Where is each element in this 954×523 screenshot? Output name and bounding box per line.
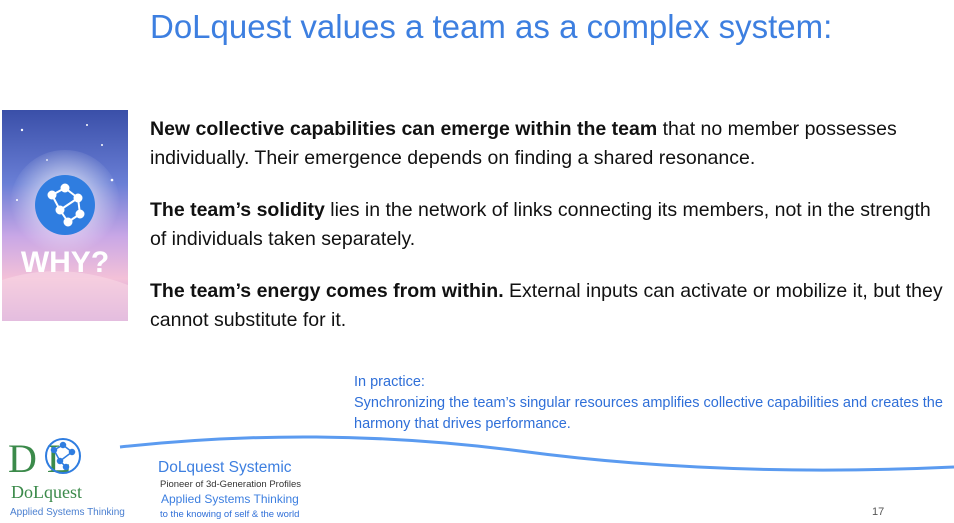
dolquest-logo: D L	[8, 436, 81, 481]
footer-wave	[119, 435, 954, 472]
paragraph-solidity: The team’s solidity lies in the network …	[150, 196, 950, 254]
paragraph-emergence: New collective capabilities can emerge w…	[150, 115, 950, 173]
paragraph-energy: The team’s energy comes from within. Ext…	[150, 277, 950, 335]
paragraph-solidity-text: lies in the network of links connecting …	[150, 199, 931, 250]
logo-tagline: Applied Systems Thinking	[10, 507, 125, 518]
paragraph-emergence-text: that no member possesses individually. T…	[150, 118, 897, 169]
footer-pioneer: Pioneer of 3d-Generation Profiles	[160, 479, 301, 490]
why-caption: WHY?	[21, 246, 109, 279]
paragraph-energy-bold: The team’s energy comes from within.	[150, 280, 504, 302]
paragraph-emergence-bold: New collective capabilities can emerge w…	[150, 118, 658, 140]
footer-brand: DoLquest Systemic	[158, 459, 292, 476]
practice-box: In practice: Synchronizing the team’s si…	[354, 372, 954, 435]
paragraph-energy-text: External inputs can activate or mobilize…	[150, 280, 943, 331]
practice-text: Synchronizing the team’s singular resour…	[354, 395, 943, 432]
practice-heading: In practice:	[354, 374, 425, 390]
footer-knowing: to the knowing of self & the world	[160, 509, 300, 520]
logo-name: DoLquest	[11, 482, 82, 502]
why-image: WHY?	[2, 110, 128, 321]
footer-applied-systems: Applied Systems Thinking	[161, 492, 299, 506]
page-number: 17	[872, 506, 885, 518]
slide-title: DoLquest values a team as a complex syst…	[150, 8, 833, 45]
paragraph-solidity-bold: The team’s solidity	[150, 199, 325, 221]
